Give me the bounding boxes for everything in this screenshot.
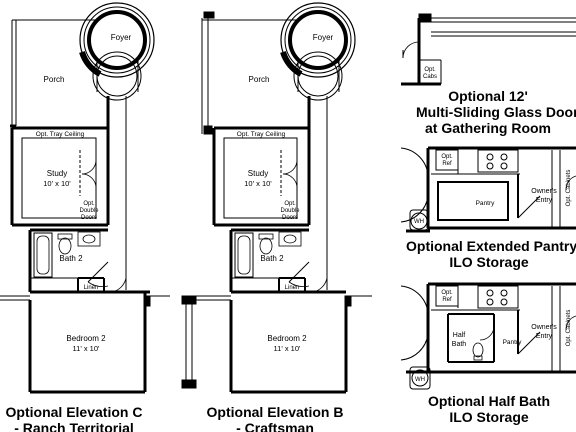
caption-elevation-c: Optional Elevation C - Ranch Territorial <box>0 404 148 432</box>
bedroom-room <box>0 295 170 301</box>
half-bath-water-heater-label: WH <box>415 377 425 383</box>
exterior-walls <box>212 96 352 394</box>
glass-door-cabs-label-line1: Opt. <box>424 67 436 73</box>
study-room <box>223 137 298 219</box>
caption-glass-door-line2: Multi-Sliding Glass Door <box>416 104 576 120</box>
caption-half-bath: Optional Half Bath ILO Storage <box>402 393 576 425</box>
porch-label: Porch <box>44 75 65 84</box>
caption-elevation-c-line1: Optional Elevation C <box>5 404 143 420</box>
linen-label: Linen <box>285 285 300 291</box>
pantry-owners-entry-line2: Entry <box>536 197 553 204</box>
double-doors-label-line1: Opt. <box>284 201 296 207</box>
double-doors-label-line3: Doors <box>81 215 97 221</box>
pantry-label: Pantry <box>476 200 496 207</box>
caption-glass-door-line1: Optional 12' <box>448 88 528 104</box>
study-dimensions: 10' x 10' <box>244 179 272 188</box>
caption-elevation-b-line2: - Craftsman <box>236 420 314 432</box>
half-bath-label-line2: Bath <box>452 341 467 348</box>
linen-label: Linen <box>84 285 99 291</box>
option-glass-door <box>401 13 576 86</box>
study-room <box>21 137 97 219</box>
porch-area <box>10 19 100 128</box>
half-bath-ref-label-line1: Opt. <box>441 290 453 296</box>
study-label: Study <box>47 169 67 178</box>
double-doors-label-line2: Double <box>280 208 300 214</box>
half-bath-label-line1: Half <box>453 332 466 339</box>
foyer-turret <box>280 2 356 101</box>
caption-elevation-b: Optional Elevation B - Craftsman <box>200 404 350 432</box>
half-bath-cabinets-label: Opt. Cabinets <box>566 310 572 347</box>
option-half-bath <box>400 282 576 390</box>
caption-half-bath-line1: Optional Half Bath <box>427 393 551 409</box>
option-extended-pantry <box>400 146 576 233</box>
plan-elevation-b: Foyer Porch Opt. Tray Ceiling Study 10' … <box>181 2 372 394</box>
glass-door-cabs-label-line2: Cabs <box>423 74 437 80</box>
bath-label: Bath 2 <box>260 254 284 263</box>
study-dimensions: 10' x 10' <box>43 179 71 188</box>
foyer-label: Foyer <box>313 33 334 42</box>
bath-room <box>231 228 328 293</box>
pantry-owners-entry-line1: Owner's <box>531 188 557 195</box>
tray-ceiling-label: Opt. Tray Ceiling <box>36 131 85 138</box>
double-doors-label-line2: Double <box>79 208 99 214</box>
pantry-ref-label-line2: Ref <box>442 161 452 167</box>
half-bath-owners-entry-line1: Owner's <box>531 324 557 331</box>
half-bath-ref-label-line2: Ref <box>442 297 452 303</box>
bedroom-dimensions: 11' x 10' <box>274 344 301 353</box>
exterior-walls <box>10 96 151 394</box>
plan-elevation-c: Foyer Porch Opt. Tray Ceiling Study 10' … <box>0 2 170 394</box>
caption-elevation-b-line1: Optional Elevation B <box>206 404 344 420</box>
tray-ceiling-label: Opt. Tray Ceiling <box>237 131 286 138</box>
bath-room <box>30 228 127 293</box>
bedroom-label: Bedroom 2 <box>267 334 307 343</box>
foyer-label: Foyer <box>111 33 132 42</box>
caption-extended-pantry: Optional Extended Pantry ILO Storage <box>402 238 576 270</box>
caption-extended-pantry-line1: Optional Extended Pantry <box>406 238 576 254</box>
bedroom-dimensions: 11' x 10' <box>73 344 100 353</box>
pantry-cabinets-label: Opt. Cabinets <box>566 170 572 207</box>
foyer-turret <box>79 2 155 101</box>
double-doors-label-line1: Opt. <box>83 201 95 207</box>
double-doors-label-line3: Doors <box>282 215 298 221</box>
labels-plan-1: Foyer Porch Opt. Tray Ceiling Study 10' … <box>36 33 132 353</box>
labels-plan-2: Foyer Porch Opt. Tray Ceiling Study 10' … <box>237 33 334 353</box>
pantry-water-heater-label: WH <box>414 219 424 225</box>
bedroom-porch <box>181 295 372 389</box>
caption-glass-door-line3: at Gathering Room <box>424 120 551 136</box>
caption-elevation-c-line2: - Ranch Territorial <box>14 420 134 432</box>
study-label: Study <box>248 169 268 178</box>
half-bath-pantry-label: Pantry <box>503 339 523 346</box>
porch-area <box>201 11 300 135</box>
half-bath-owners-entry-line2: Entry <box>536 333 553 340</box>
caption-glass-door: Optional 12' Multi-Sliding Glass Door at… <box>400 88 576 136</box>
caption-half-bath-line2: ILO Storage <box>449 409 529 425</box>
pantry-ref-label-line1: Opt. <box>441 154 453 160</box>
bedroom-label: Bedroom 2 <box>66 334 106 343</box>
porch-label: Porch <box>249 75 270 84</box>
bath-label: Bath 2 <box>59 254 83 263</box>
caption-extended-pantry-line2: ILO Storage <box>449 254 529 270</box>
